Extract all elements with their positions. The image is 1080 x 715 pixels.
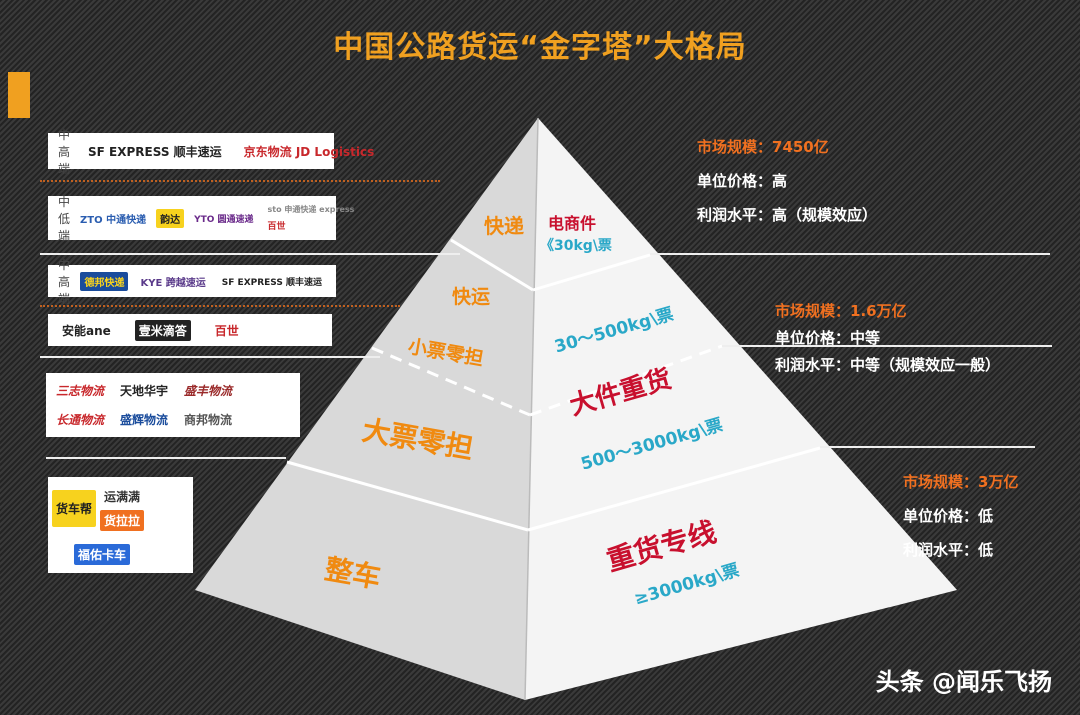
logo-panel-2: 中低端 ZTO 中通快递 韵达 YTO 圆通速递 sto 申通快递 expres… <box>48 195 354 243</box>
logo-sf-express: SF EXPRESS 顺丰速运 <box>221 277 322 288</box>
divider-right-2 <box>529 344 723 417</box>
logo-best: 百世 <box>214 323 239 338</box>
logo-shenghui: 盛辉物流 <box>120 413 169 427</box>
logo-panel-5: 三志物流 天地华宇 盛丰物流 长通物流 盛辉物流 商邦物流 <box>46 373 300 437</box>
separator <box>40 356 380 358</box>
level-express: 快递 <box>484 214 524 238</box>
separator <box>820 446 1035 448</box>
logo-ane: 安能ane <box>62 323 111 338</box>
unit-price: 单位价格：高 <box>697 172 788 190</box>
market-size: 市场规模：3万亿 <box>903 473 1019 491</box>
logo-tiandihuayu: 天地华宇 <box>120 384 169 398</box>
logo-yimidida: 壹米滴答 <box>134 319 191 341</box>
divider-left-3 <box>286 460 529 532</box>
pyramid-edge <box>524 117 539 701</box>
logo-deppon: 德邦快递 <box>80 271 129 291</box>
logo-yunda: 韵达 <box>156 208 185 228</box>
separator <box>46 457 286 459</box>
separator <box>722 345 1052 347</box>
tier-label: 中高端 <box>58 257 71 306</box>
logo-shangbang: 商邦物流 <box>184 413 233 427</box>
info-express: 市场规模：7450亿 单位价格：高 利润水平：高（规模效应） <box>697 130 877 232</box>
divider-left-1 <box>450 238 534 292</box>
profit-level: 利润水平：高（规模效应） <box>697 206 878 224</box>
logo-sanzhi: 三志物流 <box>56 384 105 398</box>
separator <box>40 180 440 182</box>
info-ltl: 市场规模：1.6万亿 单位价格：中等 利润水平：中等（规模效应一般） <box>775 298 1000 379</box>
divider-right-3 <box>527 446 821 532</box>
page-title: 中国公路货运“金字塔”大格局 <box>333 30 747 65</box>
logo-panel-6: 货车帮 运满满 货拉拉 福佑卡车 <box>48 477 193 573</box>
tier-label: 中高端 <box>58 127 71 176</box>
logo-sto: sto 申通快递 express <box>267 205 355 214</box>
logo-yunmanman: 运满满 <box>104 489 141 504</box>
logo-fuyou-truck: 福佑卡车 <box>74 543 131 565</box>
separator <box>40 305 400 307</box>
logo-panel-3: 中高端 德邦快递 KYE 跨越速运 SF EXPRESS 顺丰速运 <box>48 258 336 306</box>
watermark: 头条 @闻乐飞扬 <box>875 668 1052 696</box>
segment-ecommerce: 电商件 <box>548 214 597 233</box>
logo-huolala: 货拉拉 <box>100 509 145 531</box>
divider-left-2 <box>371 346 531 417</box>
tier-label: 中低端 <box>58 194 71 243</box>
logo-panel-1: 中高端 SF EXPRESS 顺丰速运 京东物流 JD Logistics <box>48 128 374 176</box>
level-kuaiyun: 快运 <box>452 286 491 308</box>
logo-kye: KYE 跨越速运 <box>140 277 206 289</box>
logo-shengfeng: 盛丰物流 <box>184 384 233 398</box>
pyramid-right-face <box>525 118 957 700</box>
logo-best: 百世 <box>267 222 286 232</box>
logo-jd-logistics: 京东物流 JD Logistics <box>243 144 375 159</box>
logo-stack: 运满满 货拉拉 <box>100 486 145 531</box>
market-size: 市场规模：1.6万亿 <box>775 302 907 320</box>
pyramid-left-face <box>195 118 538 700</box>
logo-stack: sto 申通快递 express 百世 <box>264 202 359 234</box>
profit-level: 利润水平：中等（规模效应一般） <box>775 356 1001 374</box>
logo-yto: YTO 圆通速递 <box>194 214 254 225</box>
info-ftl: 市场规模：3万亿 单位价格：低 利润水平：低 <box>903 465 1018 567</box>
logo-sf-express: SF EXPRESS 顺丰速运 <box>88 144 222 159</box>
divider-right-1 <box>532 253 651 292</box>
separator <box>40 253 460 255</box>
logo-panel-4: 安能ane 壹米滴答 百世 <box>48 314 332 346</box>
segment-ecommerce-range: 《30kg\票 <box>540 238 612 254</box>
separator <box>650 253 1050 255</box>
logo-huochebang: 货车帮 <box>52 489 97 527</box>
accent-marker <box>8 72 30 118</box>
unit-price: 单位价格：中等 <box>775 329 881 347</box>
market-size: 市场规模：7450亿 <box>697 138 829 156</box>
profit-level: 利润水平：低 <box>903 541 994 559</box>
unit-price: 单位价格：低 <box>903 507 994 525</box>
logo-zto: ZTO 中通快递 <box>80 214 147 226</box>
logo-changtong: 长通物流 <box>56 413 105 427</box>
